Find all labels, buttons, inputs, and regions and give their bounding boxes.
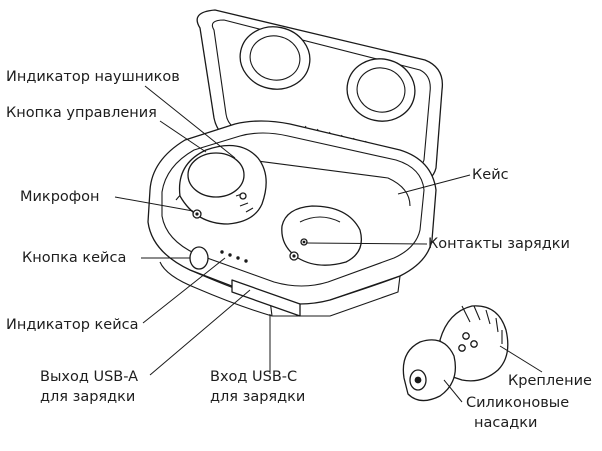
label-earbud-indicator: Индикатор наушников [6,68,180,87]
label-usb-a-line2: для зарядки [40,388,135,407]
label-mount: Крепление [508,372,592,391]
label-case-indicator: Индикатор кейса [6,316,139,335]
label-control-button: Кнопка управления [6,104,157,123]
label-silicone-line1: Силиконовые [466,394,569,413]
label-microphone: Микрофон [20,188,100,207]
label-usb-a-line1: Выход USB-A [40,368,138,387]
leader-mount [500,346,542,372]
label-usb-c-line1: Вход USB-C [210,368,297,387]
leader-usb-a [150,290,250,375]
label-case-button: Кнопка кейса [22,249,126,268]
label-silicone-line2: насадки [474,414,537,433]
label-charging-contacts: Контакты зарядки [428,235,570,254]
leader-case-indicator [143,258,225,323]
earbud-standalone [403,306,507,401]
label-usb-c-line2: для зарядки [210,388,305,407]
label-case: Кейс [472,166,509,185]
